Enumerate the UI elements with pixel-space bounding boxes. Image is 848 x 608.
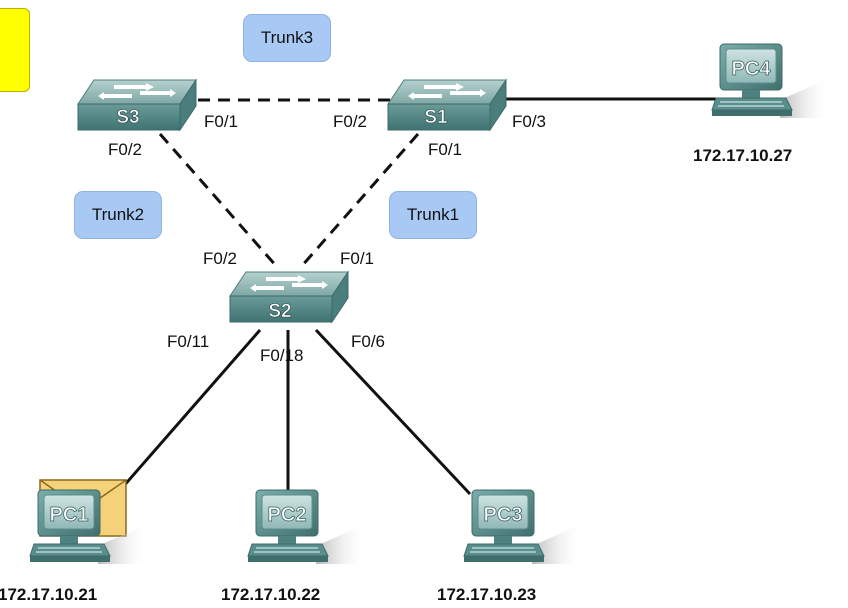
port-s2-f0-18: F0/18 [260, 346, 304, 365]
trunk2-link [158, 133, 280, 269]
port-s1-f0-2: F0/2 [333, 112, 368, 131]
port-s2-f0-1: F0/1 [340, 249, 375, 268]
port-s1-f0-1: F0/1 [428, 140, 463, 159]
pc-pc3-label: PC3 [484, 504, 523, 526]
yellow-tab[interactable] [0, 8, 30, 92]
pc4-ip: 172.17.10.27 [693, 146, 793, 165]
port-s3-f0-2: F0/2 [108, 140, 143, 159]
links [120, 97, 722, 496]
s2-pc1-link [120, 329, 262, 489]
pc-pc2-label: PC2 [268, 504, 307, 526]
s2-pc3-link [314, 328, 472, 496]
switch-s2-label: S2 [268, 301, 291, 322]
trunk1-link [298, 133, 420, 269]
port-s2-f0-11: F0/11 [167, 332, 210, 351]
pc-icon [711, 43, 831, 119]
pc3-ip: 172.17.10.23 [437, 585, 537, 604]
pc-pc2[interactable]: PC2 [247, 489, 367, 565]
switch-s3-label: S3 [116, 107, 139, 128]
trunk1-label: Trunk1 [389, 191, 477, 239]
pc-pc1-label: PC1 [50, 504, 89, 526]
pc-pc1[interactable]: PC1 [29, 489, 149, 565]
trunk3-label: Trunk3 [243, 14, 331, 62]
pc-icon [463, 489, 583, 565]
port-s1-f0-3: F0/3 [512, 112, 547, 131]
pc2-ip: 172.17.10.22 [221, 585, 321, 604]
trunk2-label: Trunk2 [74, 191, 162, 239]
port-s2-f0-2: F0/2 [203, 249, 238, 268]
switch-s1-label: S1 [424, 107, 448, 128]
switch-s3[interactable]: S3 [77, 79, 197, 131]
pc-pc4-label: PC4 [732, 58, 772, 80]
switch-s1[interactable]: S1 [387, 79, 507, 131]
pc-icon [29, 489, 149, 565]
switch-s2[interactable]: S2 [229, 271, 349, 323]
port-s3-f0-1: F0/1 [204, 112, 239, 131]
pc-pc4[interactable]: PC4 [711, 43, 831, 119]
pc-icon [247, 489, 367, 565]
port-s2-f0-6: F0/6 [351, 332, 386, 351]
pc-pc3[interactable]: PC3 [463, 489, 583, 565]
pc1-ip: 172.17.10.21 [0, 585, 98, 604]
